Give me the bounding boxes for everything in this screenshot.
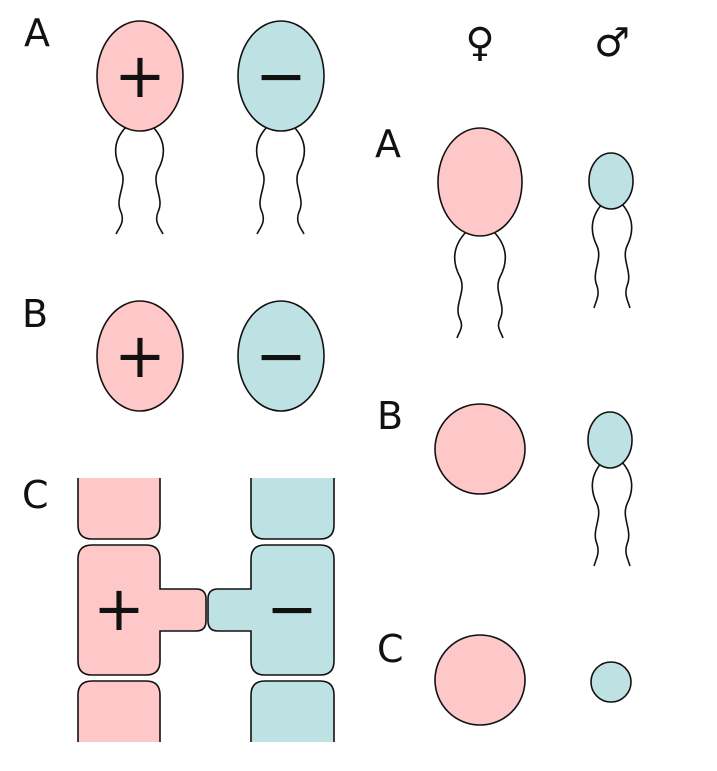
cell-body [96,300,184,412]
left-a-minus-gamete: − [237,20,325,235]
left-c-plus-filament: + [77,478,207,742]
right-row-b-label: B [377,394,403,438]
flagellum [591,461,603,567]
left-a-plus-gamete: + [96,20,184,235]
minus-sign: − [255,39,307,112]
left-row-a-label: A [24,11,50,55]
right-a-female-gamete [437,127,523,339]
filament-cell-middle [207,544,335,676]
right-c-female-gamete [434,634,526,726]
plus-sign: + [93,572,145,645]
right-row-c-label: C [377,627,404,671]
filament-cell-top [250,478,335,540]
right-b-male-gamete [587,411,633,567]
flagellum [255,125,269,235]
plus-sign: + [114,39,166,112]
cell-body [237,300,325,412]
cell-body [96,20,184,132]
left-row-c-label: C [22,473,49,517]
plus-sign: + [114,319,166,392]
flagellum [114,125,128,235]
cell-body [434,403,526,495]
left-c-minus-filament: − [207,478,335,742]
right-b-female-gamete [434,403,526,495]
left-row-b-label: B [22,292,48,336]
minus-sign: − [266,572,318,645]
flagellum [453,231,467,339]
minus-sign: − [255,319,307,392]
female-symbol: ♀ [465,20,494,66]
right-row-a-label: A [375,122,401,166]
flagellum [621,203,633,309]
cell-body [237,20,325,132]
left-b-minus-gamete: − [237,300,325,412]
cell-body [437,127,523,237]
cell-body [590,661,632,703]
filament-cell-middle [77,544,207,676]
flagellum [591,203,603,309]
flagellum [621,461,633,567]
filament-cell-top [77,478,161,540]
right-a-male-gamete [588,152,634,309]
cell-body [587,411,633,469]
flagellum [493,231,507,339]
filament-cell-bottom [77,680,161,742]
right-c-male-gamete [590,661,632,703]
cell-body [434,634,526,726]
flagellum [151,125,165,235]
flagellum [292,125,306,235]
cell-body [588,152,634,210]
left-b-plus-gamete: + [96,300,184,412]
filament-cell-bottom [250,680,335,742]
male-symbol: ♂ [594,20,630,66]
